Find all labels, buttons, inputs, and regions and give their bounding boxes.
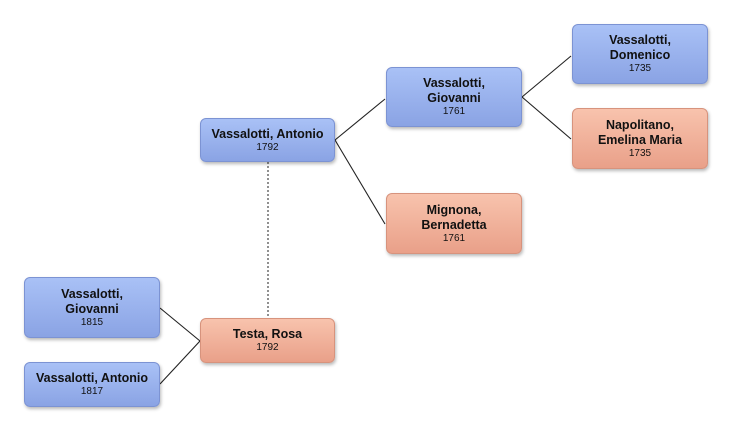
person-name: Testa, Rosa: [232, 327, 303, 341]
connector-rosa-giovanni-1815: [159, 307, 201, 342]
person-node-testa-rosa-1792[interactable]: Testa, Rosa 1792: [200, 318, 335, 363]
person-node-vassalotti-giovanni-1815[interactable]: Vassalotti, Giovanni 1815: [24, 277, 160, 338]
person-year: 1735: [628, 63, 652, 74]
person-year: 1761: [442, 106, 466, 117]
person-year: 1817: [80, 386, 104, 397]
person-name: Vassalotti, Antonio: [35, 371, 149, 385]
person-year: 1761: [442, 232, 466, 244]
connector-giovanni-emelina: [521, 96, 572, 140]
connector-antonio-giovanni-1761: [334, 98, 386, 141]
person-year: 1735: [628, 147, 652, 159]
person-node-napolitano-emelina-maria-1735[interactable]: Napolitano, Emelina Maria 1735: [572, 108, 708, 169]
person-name: Napolitano, Emelina Maria: [597, 117, 683, 147]
person-name: Vassalotti, Domenico: [609, 33, 671, 62]
person-node-vassalotti-giovanni-1761[interactable]: Vassalotti, Giovanni 1761: [386, 67, 522, 127]
person-node-mignona-bernadetta-1761[interactable]: Mignona, Bernadetta 1761: [386, 193, 522, 254]
person-year: 1815: [80, 316, 104, 328]
person-node-vassalotti-antonio-1792[interactable]: Vassalotti, Antonio 1792: [200, 118, 335, 162]
connector-rosa-antonio-1817: [159, 340, 201, 385]
person-name: Mignona, Bernadetta: [421, 202, 487, 232]
person-name: Vassalotti, Giovanni: [423, 76, 485, 105]
person-name: Vassalotti, Giovanni: [61, 286, 123, 316]
person-name: Vassalotti, Antonio: [211, 126, 324, 141]
connector-antonio-bernadetta: [334, 139, 386, 225]
person-year: 1792: [256, 141, 279, 153]
connector-giovanni-domenico: [521, 55, 572, 98]
person-node-vassalotti-antonio-1817[interactable]: Vassalotti, Antonio 1817: [24, 362, 160, 407]
person-node-vassalotti-domenico-1735[interactable]: Vassalotti, Domenico 1735: [572, 24, 708, 84]
person-year: 1792: [256, 342, 279, 353]
